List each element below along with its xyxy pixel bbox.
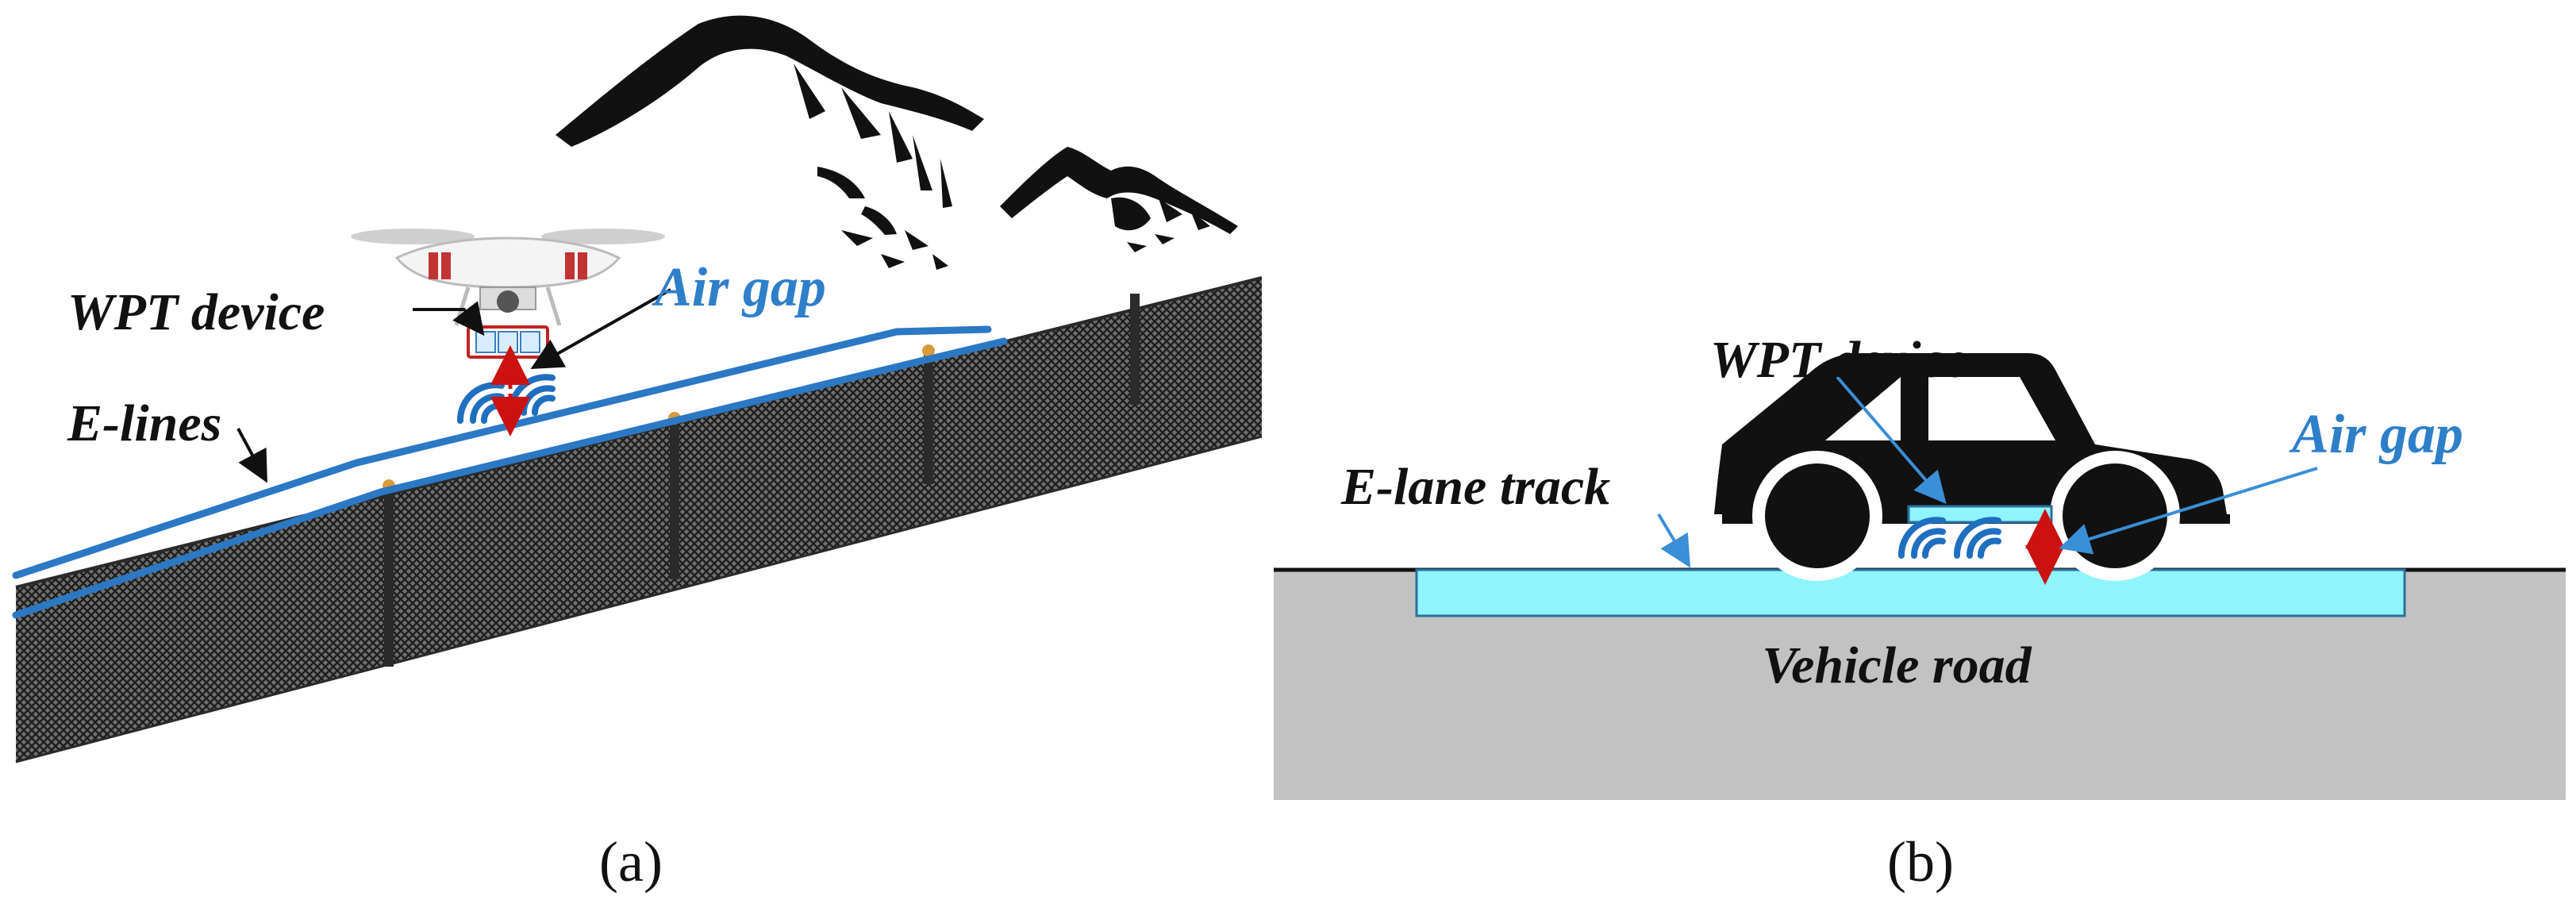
e-lines [12,325,1008,619]
wpt-device-label-a: WPT device [67,283,325,341]
wpt-device-leader-b [1836,375,1947,505]
air-gap-leader-b [2059,467,2318,555]
e-lane-leader [1657,513,1691,568]
air-gap-leader-a [530,288,671,369]
vehicle-road-label: Vehicle road [1762,636,2032,694]
panel-b-caption: (b) [1887,830,1954,894]
air-gap-label-a: Air gap [652,257,826,318]
air-gap-label-b: Air gap [2289,404,2463,465]
wpt-device-leader-a [413,301,485,336]
fence-icon [15,276,1263,763]
wireless-wave-icon [456,374,556,424]
wpt-device-label-b: WPT device [1710,331,1967,389]
panel-a-caption: (a) [599,830,663,894]
wireless-wave-icon [1897,517,2001,559]
mountain-icon [556,15,1238,270]
panel-b: WPT device Air gap E-lane track Vehicle … [1274,331,2566,894]
e-lane-track-label: E-lane track [1340,458,1610,516]
drone-icon [351,229,665,326]
e-lane-track [1415,568,2406,617]
e-lines-label: E-lines [67,394,221,452]
e-lines-leader [236,428,267,483]
panel-a: WPT device Air gap E-lines (a) [12,15,1263,894]
